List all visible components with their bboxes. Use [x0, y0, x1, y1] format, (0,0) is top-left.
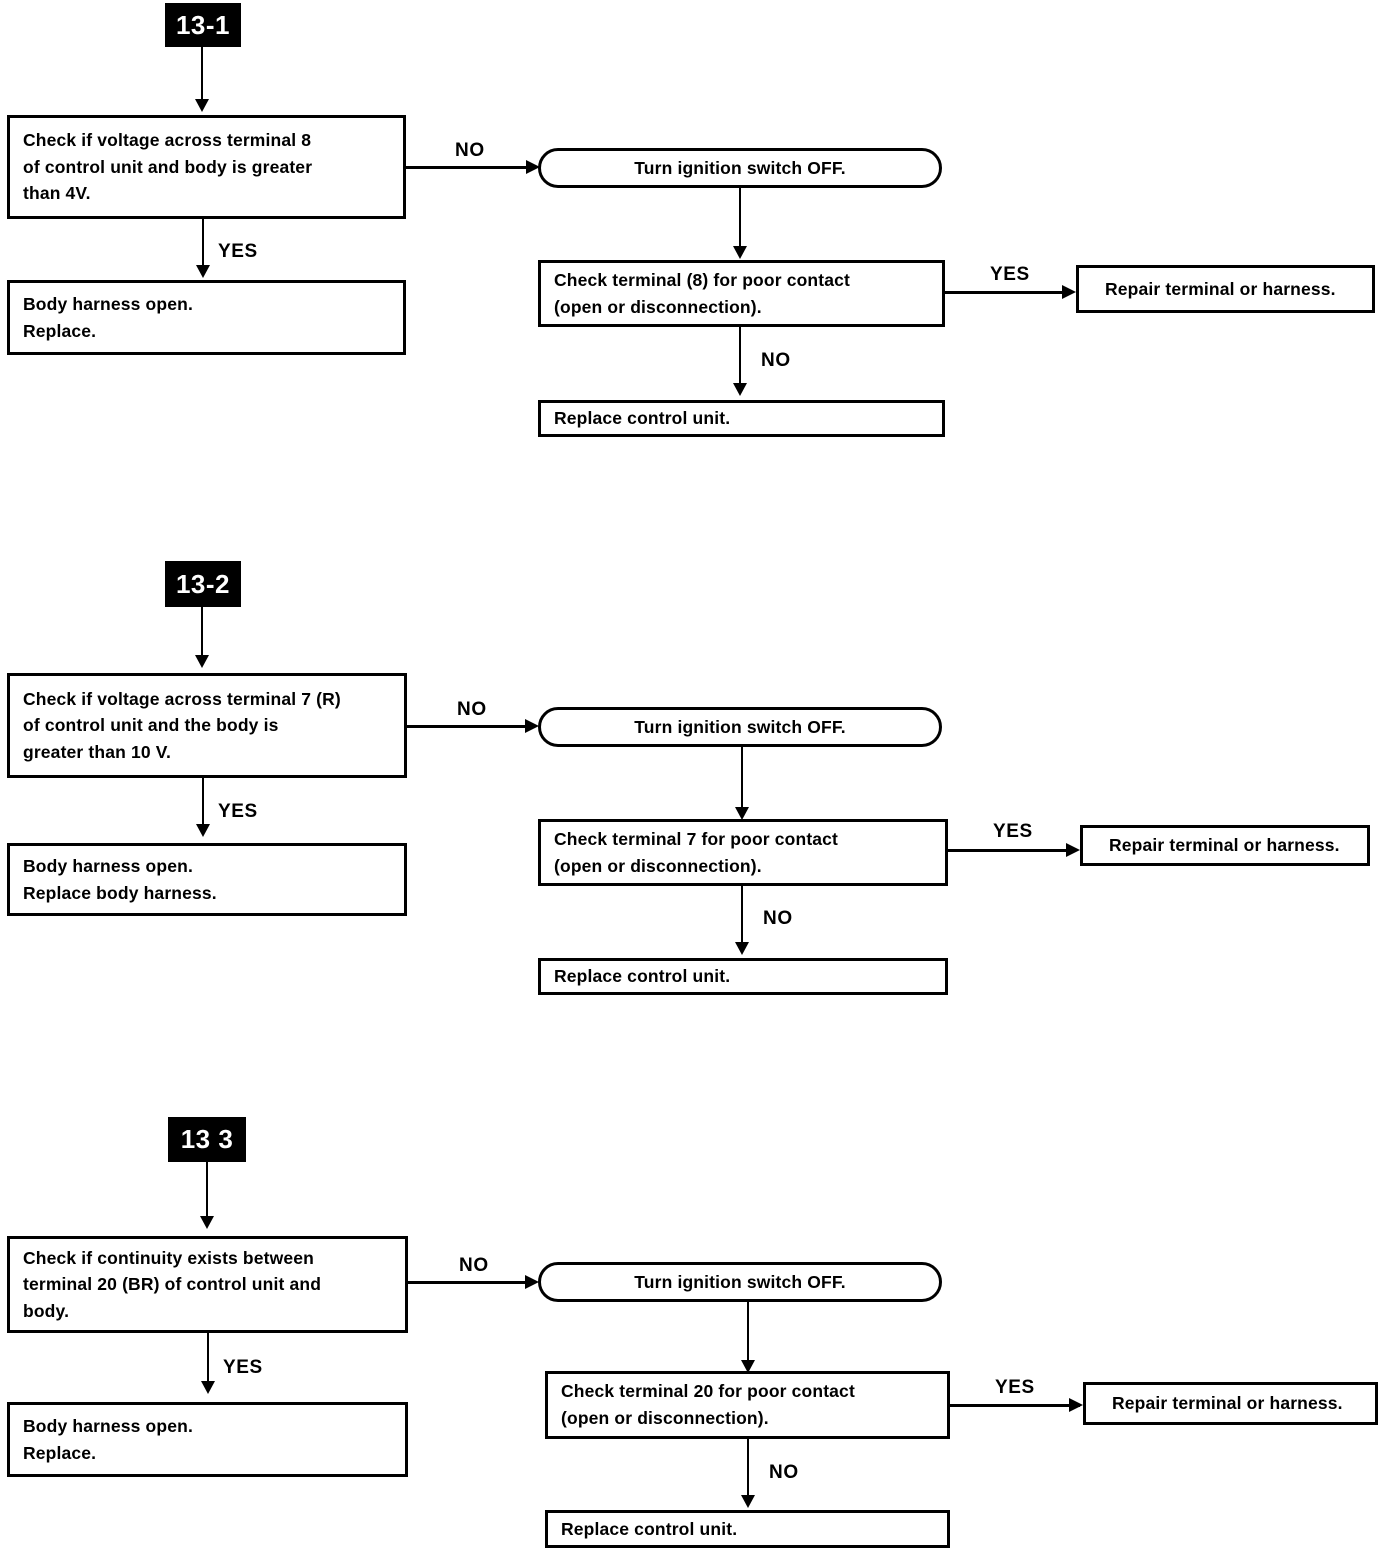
replace-box-13-2: Replace control unit. [538, 958, 948, 995]
edge-label-no-2: NO [457, 699, 487, 720]
repair-box-13-2-text: Repair terminal or harness. [1109, 835, 1340, 856]
edge-label-yes-1: YES [218, 241, 258, 262]
arrowhead-terminator2-to-check2 [735, 807, 749, 820]
arrowhead-check1-yes [1062, 285, 1076, 299]
edge-label-no-check-1: NO [761, 350, 791, 371]
connector-badge-to-decision-2 [201, 607, 203, 657]
repair-box-13-3-text: Repair terminal or harness. [1112, 1393, 1343, 1414]
result-box-13-3-yes: Body harness open. Replace. [7, 1402, 408, 1477]
replace-box-13-3-text: Replace control unit. [561, 1518, 738, 1539]
terminator-ignition-off-2-text: Turn ignition switch OFF. [634, 716, 846, 737]
step-badge-label: 13-1 [175, 9, 231, 40]
arrowhead-badge-to-decision-1 [195, 99, 209, 112]
edge-label-yes-check-2: YES [993, 821, 1033, 842]
arrowhead-decision3-no [525, 1275, 539, 1289]
arrowhead-check1-no [733, 383, 747, 396]
connector-decision3-yes [207, 1333, 209, 1383]
repair-box-13-1: Repair terminal or harness. [1076, 265, 1375, 313]
connector-badge-to-decision-3 [206, 1162, 208, 1218]
terminator-ignition-off-3-text: Turn ignition switch OFF. [634, 1271, 846, 1292]
result-box-13-3-yes-text: Body harness open. Replace. [23, 1415, 193, 1463]
replace-box-13-1: Replace control unit. [538, 400, 945, 437]
decision-box-13-3: Check if continuity exists between termi… [7, 1236, 408, 1333]
check-box-13-3-text: Check terminal 20 for poor contact (open… [561, 1381, 855, 1428]
edge-label-yes-check-3: YES [995, 1377, 1035, 1398]
arrowhead-check3-no [741, 1495, 755, 1508]
terminator-ignition-off-1: Turn ignition switch OFF. [538, 148, 942, 188]
decision-box-13-3-text: Check if continuity exists between termi… [23, 1247, 322, 1321]
arrowhead-check2-yes [1066, 843, 1080, 857]
connector-decision3-no [408, 1281, 531, 1284]
repair-box-13-2: Repair terminal or harness. [1080, 825, 1370, 866]
result-box-13-2-yes-text: Body harness open. Replace body harness. [23, 855, 217, 903]
connector-terminator2-to-check2 [741, 747, 743, 809]
edge-label-no-check-3: NO [769, 1462, 799, 1483]
check-box-13-1: Check terminal (8) for poor contact (ope… [538, 260, 945, 327]
arrowhead-decision1-yes [196, 265, 210, 278]
arrowhead-decision1-no [526, 160, 540, 174]
connector-check3-no [747, 1439, 749, 1497]
arrowhead-check3-yes [1069, 1398, 1083, 1412]
connector-decision1-yes [202, 219, 204, 267]
terminator-ignition-off-1-text: Turn ignition switch OFF. [634, 157, 846, 178]
step-badge-13-2: 13-2 [165, 561, 241, 607]
edge-label-yes-3: YES [223, 1357, 263, 1378]
connector-check2-no [741, 886, 743, 944]
edge-label-no-3: NO [459, 1255, 489, 1276]
decision-box-13-2-text: Check if voltage across terminal 7 (R) o… [23, 688, 341, 762]
edge-label-yes-2: YES [218, 801, 258, 822]
terminator-ignition-off-2: Turn ignition switch OFF. [538, 707, 942, 747]
connector-decision2-yes [202, 778, 204, 826]
edge-label-no-check-2: NO [763, 908, 793, 929]
arrowhead-badge-to-decision-3 [200, 1216, 214, 1229]
arrowhead-check2-no [735, 942, 749, 955]
edge-label-no-1: NO [455, 140, 485, 161]
decision-box-13-1-text: Check if voltage across terminal 8 of co… [23, 130, 313, 204]
decision-box-13-1: Check if voltage across terminal 8 of co… [7, 115, 406, 219]
result-box-13-2-yes: Body harness open. Replace body harness. [7, 843, 407, 916]
arrowhead-badge-to-decision-2 [195, 655, 209, 668]
check-box-13-3: Check terminal 20 for poor contact (open… [545, 1371, 950, 1439]
arrowhead-terminator3-to-check3 [741, 1360, 755, 1373]
connector-terminator1-to-check1 [739, 188, 741, 248]
step-badge-13-1: 13-1 [165, 3, 241, 47]
step-badge-13-3: 13 3 [168, 1117, 246, 1162]
result-box-13-1-yes-text: Body harness open. Replace. [23, 293, 193, 341]
connector-check1-no [739, 327, 741, 385]
repair-box-13-3: Repair terminal or harness. [1083, 1382, 1378, 1425]
check-box-13-2-text: Check terminal 7 for poor contact (open … [554, 828, 839, 876]
edge-label-yes-check-1: YES [990, 264, 1030, 285]
connector-decision1-no [406, 166, 532, 169]
arrowhead-decision3-yes [201, 1381, 215, 1394]
replace-box-13-3: Replace control unit. [545, 1510, 950, 1548]
step-badge-label: 13-2 [175, 568, 231, 599]
check-box-13-2: Check terminal 7 for poor contact (open … [538, 819, 948, 886]
arrowhead-terminator1-to-check1 [733, 246, 747, 259]
replace-box-13-2-text: Replace control unit. [554, 966, 731, 987]
terminator-ignition-off-3: Turn ignition switch OFF. [538, 1262, 942, 1302]
connector-badge-to-decision-1 [201, 47, 203, 100]
connector-check2-yes [948, 849, 1076, 852]
arrowhead-decision2-no [525, 719, 539, 733]
decision-box-13-2: Check if voltage across terminal 7 (R) o… [7, 673, 407, 778]
step-badge-label: 13 3 [180, 1124, 234, 1154]
connector-check3-yes [950, 1404, 1080, 1407]
connector-terminator3-to-check3 [747, 1302, 749, 1362]
repair-box-13-1-text: Repair terminal or harness. [1105, 278, 1336, 299]
result-box-13-1-yes: Body harness open. Replace. [7, 280, 406, 355]
connector-decision2-no [407, 725, 531, 728]
arrowhead-decision2-yes [196, 824, 210, 837]
replace-box-13-1-text: Replace control unit. [554, 408, 731, 429]
check-box-13-1-text: Check terminal (8) for poor contact (ope… [554, 269, 850, 317]
connector-check1-yes [945, 291, 1070, 294]
